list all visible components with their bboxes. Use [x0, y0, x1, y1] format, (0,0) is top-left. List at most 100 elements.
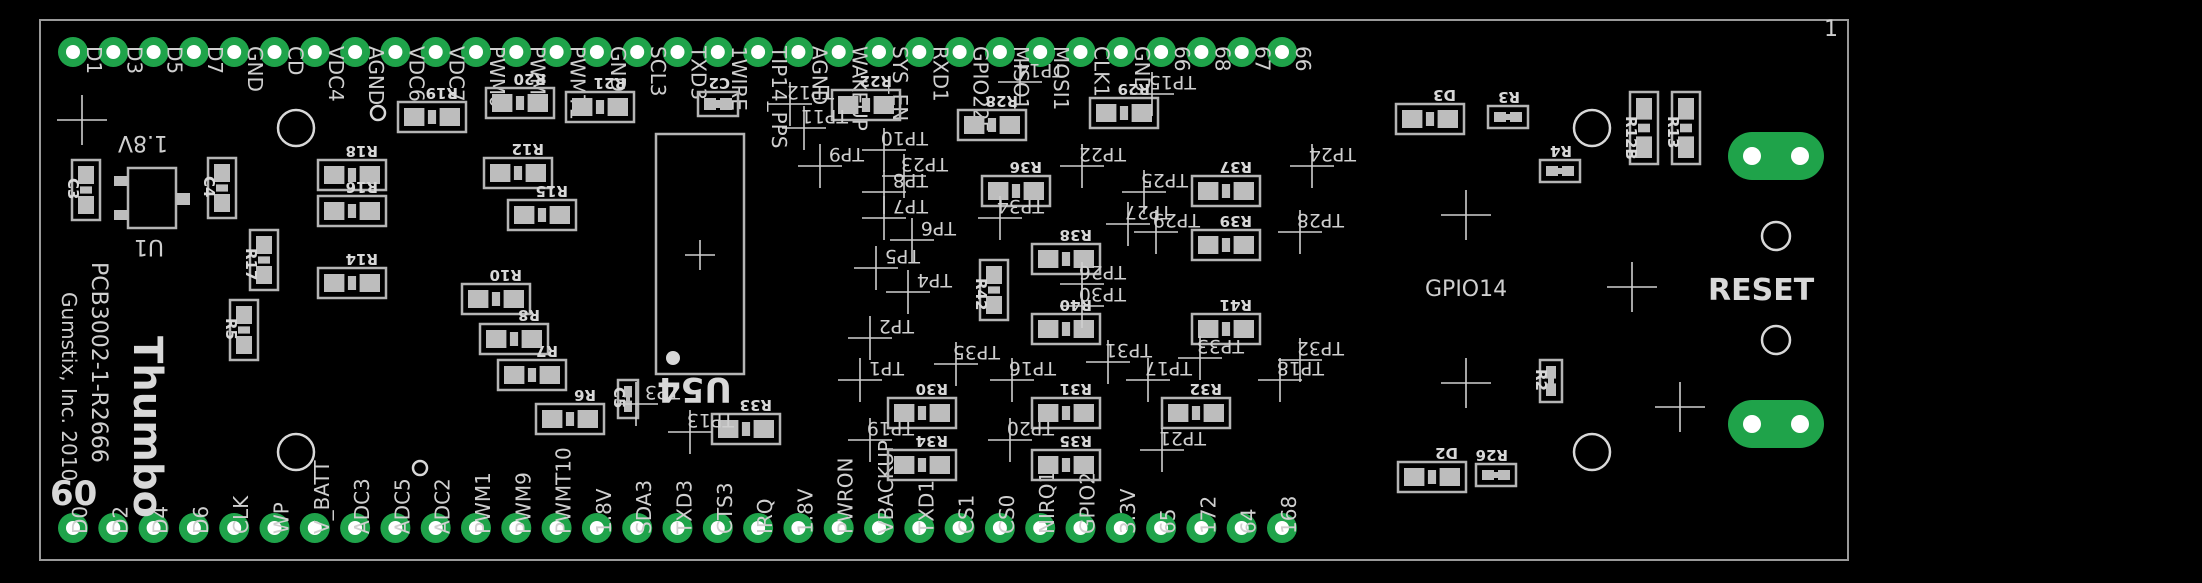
testpoint-label: TP9	[829, 143, 865, 165]
testpoint-tp31: TP31	[1086, 339, 1153, 384]
component-r3: R3	[1486, 88, 1530, 130]
testpoint-tp17: TP17	[1126, 357, 1193, 402]
component-r13: R13	[1664, 90, 1702, 166]
header-pin	[1186, 513, 1217, 543]
pin-label: 1.8V	[793, 488, 817, 534]
header-pin	[622, 37, 653, 67]
header-pin	[662, 513, 693, 543]
component-ref: R13	[1664, 116, 1682, 148]
pin-label: 66	[1291, 46, 1315, 71]
header-pin	[823, 513, 854, 543]
pin-label: PWMT10	[552, 447, 576, 534]
header-pin	[340, 513, 371, 543]
testpoint-tp29: TP29	[1134, 209, 1201, 254]
pin-label: D0	[68, 506, 92, 534]
header-pin	[743, 37, 774, 67]
testpoint-label: TP25	[1141, 169, 1189, 191]
testpoint-tp13: TP13	[668, 409, 735, 454]
header-pin	[420, 513, 451, 543]
pin-label: VDC7	[445, 46, 469, 102]
component-c4: C4	[200, 156, 238, 220]
pin-label: CS1	[955, 495, 979, 534]
testpoint-label: TP2	[879, 315, 915, 337]
component-r19: R19	[396, 84, 468, 134]
component-r37: R37	[1190, 158, 1262, 208]
testpoint-label: TP29	[1153, 209, 1201, 231]
testpoint-tp15: TP15	[1130, 71, 1197, 116]
testpoint-tp8: TP8	[862, 169, 929, 214]
top-pin-header	[58, 37, 1297, 67]
pin-label: NIRQ1	[1035, 471, 1059, 534]
component-d3: D3	[1394, 86, 1466, 136]
component-r18: R18	[316, 142, 388, 192]
pin-label: MISO1	[1009, 46, 1033, 110]
testpoint-label: TP12	[787, 81, 835, 103]
testpoint-label: TP32	[1297, 337, 1345, 359]
header-pin	[138, 37, 169, 67]
reset-label: RESET	[1708, 273, 1815, 308]
testpoint-tp20: TP20	[988, 417, 1055, 462]
pin-label: WAKEUP	[848, 46, 872, 131]
pin-label: VBACKUP	[874, 440, 898, 534]
testpoint-label: TP15	[1149, 71, 1197, 93]
component-r40: R40	[1030, 296, 1102, 346]
pin-label: D1	[82, 46, 106, 74]
header-pin	[622, 513, 653, 543]
pin-label: 67	[1251, 46, 1275, 71]
component-r30: R30	[886, 380, 958, 430]
pin-label: AGND	[364, 46, 388, 105]
header-pin	[783, 37, 814, 67]
pin-label: D5	[163, 46, 187, 74]
header-pin	[178, 37, 209, 67]
testpoint-tp18: TP18	[1258, 357, 1325, 402]
testpoint-label: TP19	[867, 417, 915, 439]
header-pin	[259, 37, 290, 67]
header-pin	[420, 37, 451, 67]
component-c2: C2	[696, 74, 740, 118]
header-pin	[581, 37, 612, 67]
testpoint-label: TP1	[869, 357, 905, 379]
component-r41: R41	[1190, 296, 1262, 346]
pin-label: SDA3	[632, 480, 656, 534]
pin-label: V_BATT	[310, 460, 334, 534]
testpoint-tp3: TP3	[614, 381, 681, 426]
header-pin	[1065, 513, 1096, 543]
component-ref: R14	[346, 250, 378, 268]
pin-label: RXD1	[928, 46, 952, 102]
header-pin	[1146, 37, 1177, 67]
header-pin	[380, 513, 411, 543]
component-ref: R33	[740, 396, 772, 414]
component-ref: D3	[1433, 86, 1456, 104]
board-outline	[39, 19, 1849, 561]
testpoint-label: TP26	[1079, 261, 1127, 283]
component-ref: R17	[242, 248, 260, 280]
testpoint-tp4: TP4	[886, 269, 953, 314]
testpoint-label: TP8	[893, 169, 929, 191]
testpoint-tp6: TP6	[890, 217, 957, 262]
component-r12: R12	[482, 140, 554, 190]
component-ref: R37	[1220, 158, 1252, 176]
testpoint-tp2: TP2	[848, 315, 915, 360]
reset-pads	[1728, 132, 1824, 448]
component-ref: R6	[574, 386, 596, 404]
component-d2: D2	[1396, 444, 1468, 494]
component-r20: R20	[484, 70, 556, 120]
testpoint-label: TP22	[1079, 143, 1127, 165]
header-pin	[340, 37, 371, 67]
component-r28: R28	[956, 92, 1028, 142]
testpoint-label: TP7	[893, 195, 929, 217]
testpoint-label: TP17	[1145, 357, 1193, 379]
board-name-text: Thumbo	[124, 336, 170, 518]
component-r39: R39	[1190, 212, 1262, 262]
testpoint-label: TP5	[885, 245, 921, 267]
header-pin	[501, 37, 532, 67]
pin-label: IRQ	[753, 498, 777, 534]
pin-label: ADC3	[350, 478, 374, 534]
component-r17: R17	[242, 228, 280, 292]
component-r22: R22	[830, 72, 902, 122]
component-ref: R39	[1220, 212, 1252, 230]
component-ref: R35	[1060, 432, 1092, 450]
header-pin	[984, 37, 1015, 67]
testpoint-label: TP16	[1009, 357, 1057, 379]
